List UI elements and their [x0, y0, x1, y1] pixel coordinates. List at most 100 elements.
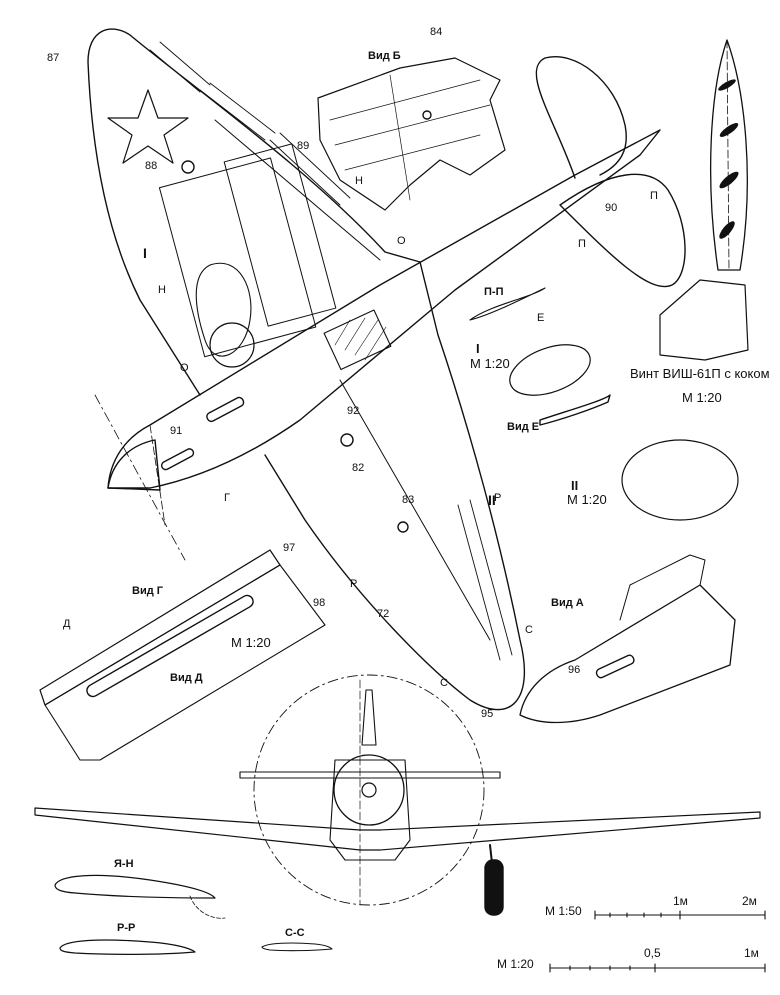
- callout-90: 90: [605, 202, 618, 214]
- intake-slot-1: [160, 448, 195, 471]
- detail-marker-i: I: [143, 245, 147, 261]
- exhaust-slot: [86, 594, 254, 698]
- detail-i-label: I: [476, 341, 480, 356]
- callout-91: 91: [170, 425, 183, 437]
- airfoil-an: [54, 874, 216, 899]
- plan-view-aircraft: [87, 28, 686, 711]
- front-spinner: [361, 782, 377, 798]
- aileron-ribs-left: [149, 41, 351, 206]
- section-pp-bottom-label: Р-Р: [117, 922, 136, 934]
- wheel-circle: [209, 322, 255, 368]
- left-wing-outline: [87, 28, 421, 396]
- scale-bar-1-50: [594, 910, 766, 920]
- callout-96: 96: [568, 664, 581, 676]
- radiator-hatching: [334, 317, 387, 361]
- propeller-caption: Винт ВИШ-61П с коком: [630, 366, 770, 381]
- section-mark-n-left: Н: [158, 284, 166, 296]
- callout-95: 95: [481, 708, 494, 720]
- fitting-92: [340, 433, 354, 447]
- propeller-disc-circle: [253, 674, 485, 906]
- front-cowling: [333, 754, 405, 826]
- landing-gear-well: [195, 262, 252, 357]
- section-mark-o-left: О: [180, 362, 189, 374]
- section-an-label: Я-Н: [114, 858, 134, 870]
- detail-ii-scale: М 1:20: [567, 492, 607, 507]
- vid-d-scale: М 1:20: [231, 635, 271, 650]
- callout-82: 82: [352, 462, 365, 474]
- detail-ii-hatch: [621, 439, 739, 521]
- detail-marker-ii: II: [488, 492, 496, 508]
- scale-bar-1-20: [549, 963, 766, 973]
- arrow-label-e: Е: [537, 312, 545, 324]
- stabilizer-lower: [559, 173, 686, 288]
- label-vid-e: Вид Е: [507, 421, 540, 433]
- section-mark-s-wing: С: [525, 624, 533, 636]
- red-star-insignia: [107, 89, 189, 164]
- scale-1-50-tick-1: 1м: [673, 894, 688, 908]
- view-a-nose: [519, 554, 736, 724]
- propeller-sections: [718, 79, 739, 239]
- label-vid-a: Вид А: [551, 597, 584, 609]
- section-pp-label: П-П: [484, 286, 504, 298]
- callout-72: 72: [377, 608, 390, 620]
- section-mark-r-wing: Р: [494, 492, 502, 504]
- intake-slot-2: [206, 396, 245, 423]
- aileron-ribs-right: [457, 499, 513, 661]
- landing-gear-wheel: [484, 859, 504, 916]
- arrow-label-d: Д: [63, 618, 71, 630]
- flap-panel-right: [223, 143, 337, 327]
- vid-e-strip: [539, 394, 611, 426]
- label-vid-g: Вид Г: [132, 585, 163, 597]
- detail-ii-label: II: [571, 478, 579, 493]
- nose-axis: [149, 424, 166, 526]
- fitting-83: [397, 521, 409, 533]
- section-pp-airfoil: [469, 287, 546, 321]
- arrow-label-g: Г: [224, 492, 230, 504]
- section-ss-label: С-С: [285, 927, 305, 939]
- section-mark-r-center: Р: [350, 578, 358, 590]
- callout-98: 98: [313, 597, 326, 609]
- front-stabilizer: [239, 771, 501, 779]
- callout-87: 87: [47, 52, 60, 64]
- propeller-blade: [710, 39, 748, 271]
- scale-1-20-tick-1: 0,5: [644, 946, 661, 960]
- detail-i-scale: М 1:20: [470, 356, 510, 371]
- fitting-84: [422, 110, 432, 120]
- aileron-arc: [189, 895, 226, 919]
- callout-88: 88: [145, 160, 158, 172]
- airfoil-ss: [261, 942, 333, 952]
- callout-84: 84: [430, 26, 443, 38]
- scale-1-20-tick-2: 1м: [744, 946, 759, 960]
- callout-89: 89: [297, 140, 310, 152]
- label-vid-d: Вид Д: [170, 672, 203, 684]
- scale-1-20-label: М 1:20: [497, 957, 534, 971]
- flap-panel-left: [158, 157, 317, 358]
- section-mark-s-wing2: С: [440, 677, 448, 689]
- fuselage-outline: [107, 129, 661, 489]
- front-fin: [361, 689, 377, 746]
- radiator-hatched: [323, 309, 392, 371]
- detail-i-hatch: [509, 344, 591, 396]
- spinner-hub: [659, 279, 749, 361]
- propeller-scale: М 1:20: [682, 390, 722, 405]
- section-mark-p-right1: П: [650, 190, 658, 202]
- view-b-detail: [317, 57, 506, 211]
- scale-1-50-tick-2: 2м: [742, 894, 757, 908]
- front-wing: [34, 807, 761, 851]
- section-mark-n-mid: Н: [355, 175, 363, 187]
- stabilizer-upper: [535, 56, 627, 179]
- right-wing-outline: [264, 261, 526, 711]
- callout-92: 92: [347, 405, 360, 417]
- front-view: [34, 674, 761, 916]
- propeller-detail: [659, 39, 749, 361]
- nose-spinner: [107, 439, 161, 491]
- callout-83: 83: [402, 494, 415, 506]
- label-vid-b: Вид Б: [368, 50, 401, 62]
- airfoil-pp: [59, 939, 196, 955]
- fitting-88: [181, 160, 195, 174]
- view-g-d-detail: [39, 549, 326, 761]
- scale-1-50-label: М 1:50: [545, 904, 582, 918]
- section-mark-o-top: О: [397, 235, 406, 247]
- section-mark-p-right2: П: [578, 238, 586, 250]
